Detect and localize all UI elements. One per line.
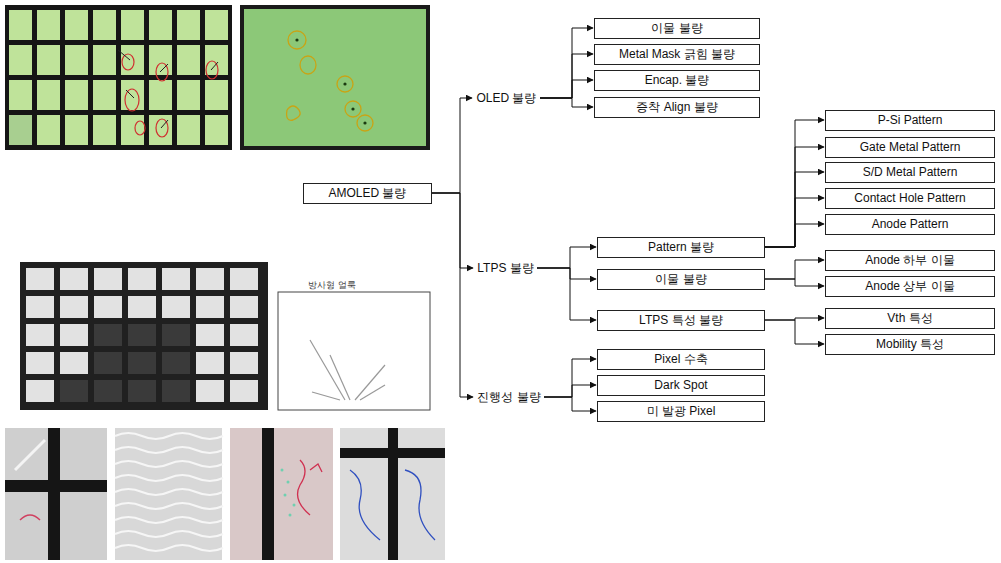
category-box: Pixel 수축 bbox=[597, 349, 765, 370]
node-text: Contact Hole Pattern bbox=[854, 191, 965, 205]
category-box: P-Si Pattern bbox=[825, 110, 995, 131]
photo-caption: 방사형 얼룩 bbox=[308, 279, 356, 292]
panel-photo bbox=[20, 262, 268, 410]
node-text: Anode Pattern bbox=[872, 217, 949, 231]
tree-connector bbox=[765, 279, 824, 286]
category-box: Vth 특성 bbox=[825, 308, 995, 329]
category-box: Metal Mask 긁힘 불량 bbox=[594, 44, 760, 65]
tree-connector bbox=[765, 147, 824, 247]
tree-connector bbox=[537, 268, 596, 320]
tree-connector bbox=[765, 260, 824, 279]
closeup-photo bbox=[115, 428, 223, 560]
tree-connector bbox=[765, 198, 824, 247]
closeup-photo bbox=[340, 428, 445, 560]
node-text: Gate Metal Pattern bbox=[860, 140, 961, 154]
tree-connector bbox=[544, 359, 596, 397]
category-box: Pattern 불량 bbox=[597, 237, 765, 258]
category-box: S/D Metal Pattern bbox=[825, 162, 995, 183]
tree-connector bbox=[432, 98, 472, 193]
node-text: LTPS 특성 불량 bbox=[639, 313, 723, 327]
node-text: 증착 Align 불량 bbox=[636, 100, 717, 114]
category-box: Mobility 특성 bbox=[825, 334, 995, 355]
node-text: S/D Metal Pattern bbox=[863, 165, 958, 179]
category-box: Dark Spot bbox=[597, 375, 765, 396]
tree-connector bbox=[544, 397, 596, 411]
panel-photo bbox=[240, 5, 430, 150]
tree-connector bbox=[537, 247, 596, 268]
category-box: 미 발광 Pixel bbox=[597, 401, 765, 422]
tree-connector bbox=[432, 193, 473, 268]
category-label: OLED 불량 bbox=[473, 89, 540, 108]
node-text: LTPS 불량 bbox=[477, 261, 533, 275]
tree-connector bbox=[537, 268, 596, 279]
category-box: Anode 상부 이물 bbox=[825, 276, 995, 297]
radial-mura-sketch bbox=[278, 292, 430, 410]
tree-connector bbox=[540, 28, 593, 98]
node-text: OLED 불량 bbox=[476, 91, 536, 105]
category-box: Encap. 불량 bbox=[594, 70, 760, 91]
node-text: Anode 하부 이물 bbox=[865, 253, 954, 267]
category-box: Anode Pattern bbox=[825, 214, 995, 235]
node-text: Vth 특성 bbox=[887, 311, 932, 325]
panel-photo bbox=[5, 5, 232, 150]
node-text: Pattern 불량 bbox=[648, 240, 714, 254]
tree-connector bbox=[540, 54, 593, 98]
closeup-photo bbox=[230, 428, 333, 560]
node-text: 이물 불량 bbox=[655, 272, 706, 286]
category-label: 진행성 불량 bbox=[474, 388, 544, 407]
category-box: Contact Hole Pattern bbox=[825, 188, 995, 209]
tree-connector bbox=[765, 224, 824, 247]
tree-connector bbox=[540, 98, 593, 107]
closeup-photo bbox=[5, 428, 107, 560]
node-text: AMOLED 불량 bbox=[328, 186, 406, 200]
node-text: Mobility 특성 bbox=[876, 337, 944, 351]
tree-connector bbox=[540, 80, 593, 98]
category-box: Gate Metal Pattern bbox=[825, 137, 995, 158]
node-text: Anode 상부 이물 bbox=[865, 279, 954, 293]
category-box: AMOLED 불량 bbox=[303, 183, 432, 204]
node-text: Pixel 수축 bbox=[654, 352, 707, 366]
category-box: 이물 불량 bbox=[594, 18, 760, 39]
node-text: Metal Mask 긁힘 불량 bbox=[619, 47, 735, 61]
category-box: LTPS 특성 불량 bbox=[597, 310, 765, 331]
node-text: 진행성 불량 bbox=[477, 390, 540, 404]
node-text: Dark Spot bbox=[654, 378, 707, 392]
tree-connector bbox=[544, 385, 596, 397]
category-box: Anode 하부 이물 bbox=[825, 250, 995, 271]
node-text: Encap. 불량 bbox=[645, 73, 710, 87]
tree-connector bbox=[432, 193, 473, 397]
tree-connector bbox=[765, 172, 824, 247]
category-label: LTPS 불량 bbox=[474, 259, 537, 278]
node-text: 이물 불량 bbox=[651, 21, 702, 35]
category-box: 이물 불량 bbox=[597, 269, 765, 290]
node-text: P-Si Pattern bbox=[878, 113, 943, 127]
category-box: 증착 Align 불량 bbox=[594, 97, 760, 118]
tree-connector bbox=[765, 320, 824, 344]
tree-connector bbox=[765, 120, 824, 247]
node-text: 미 발광 Pixel bbox=[647, 404, 716, 418]
